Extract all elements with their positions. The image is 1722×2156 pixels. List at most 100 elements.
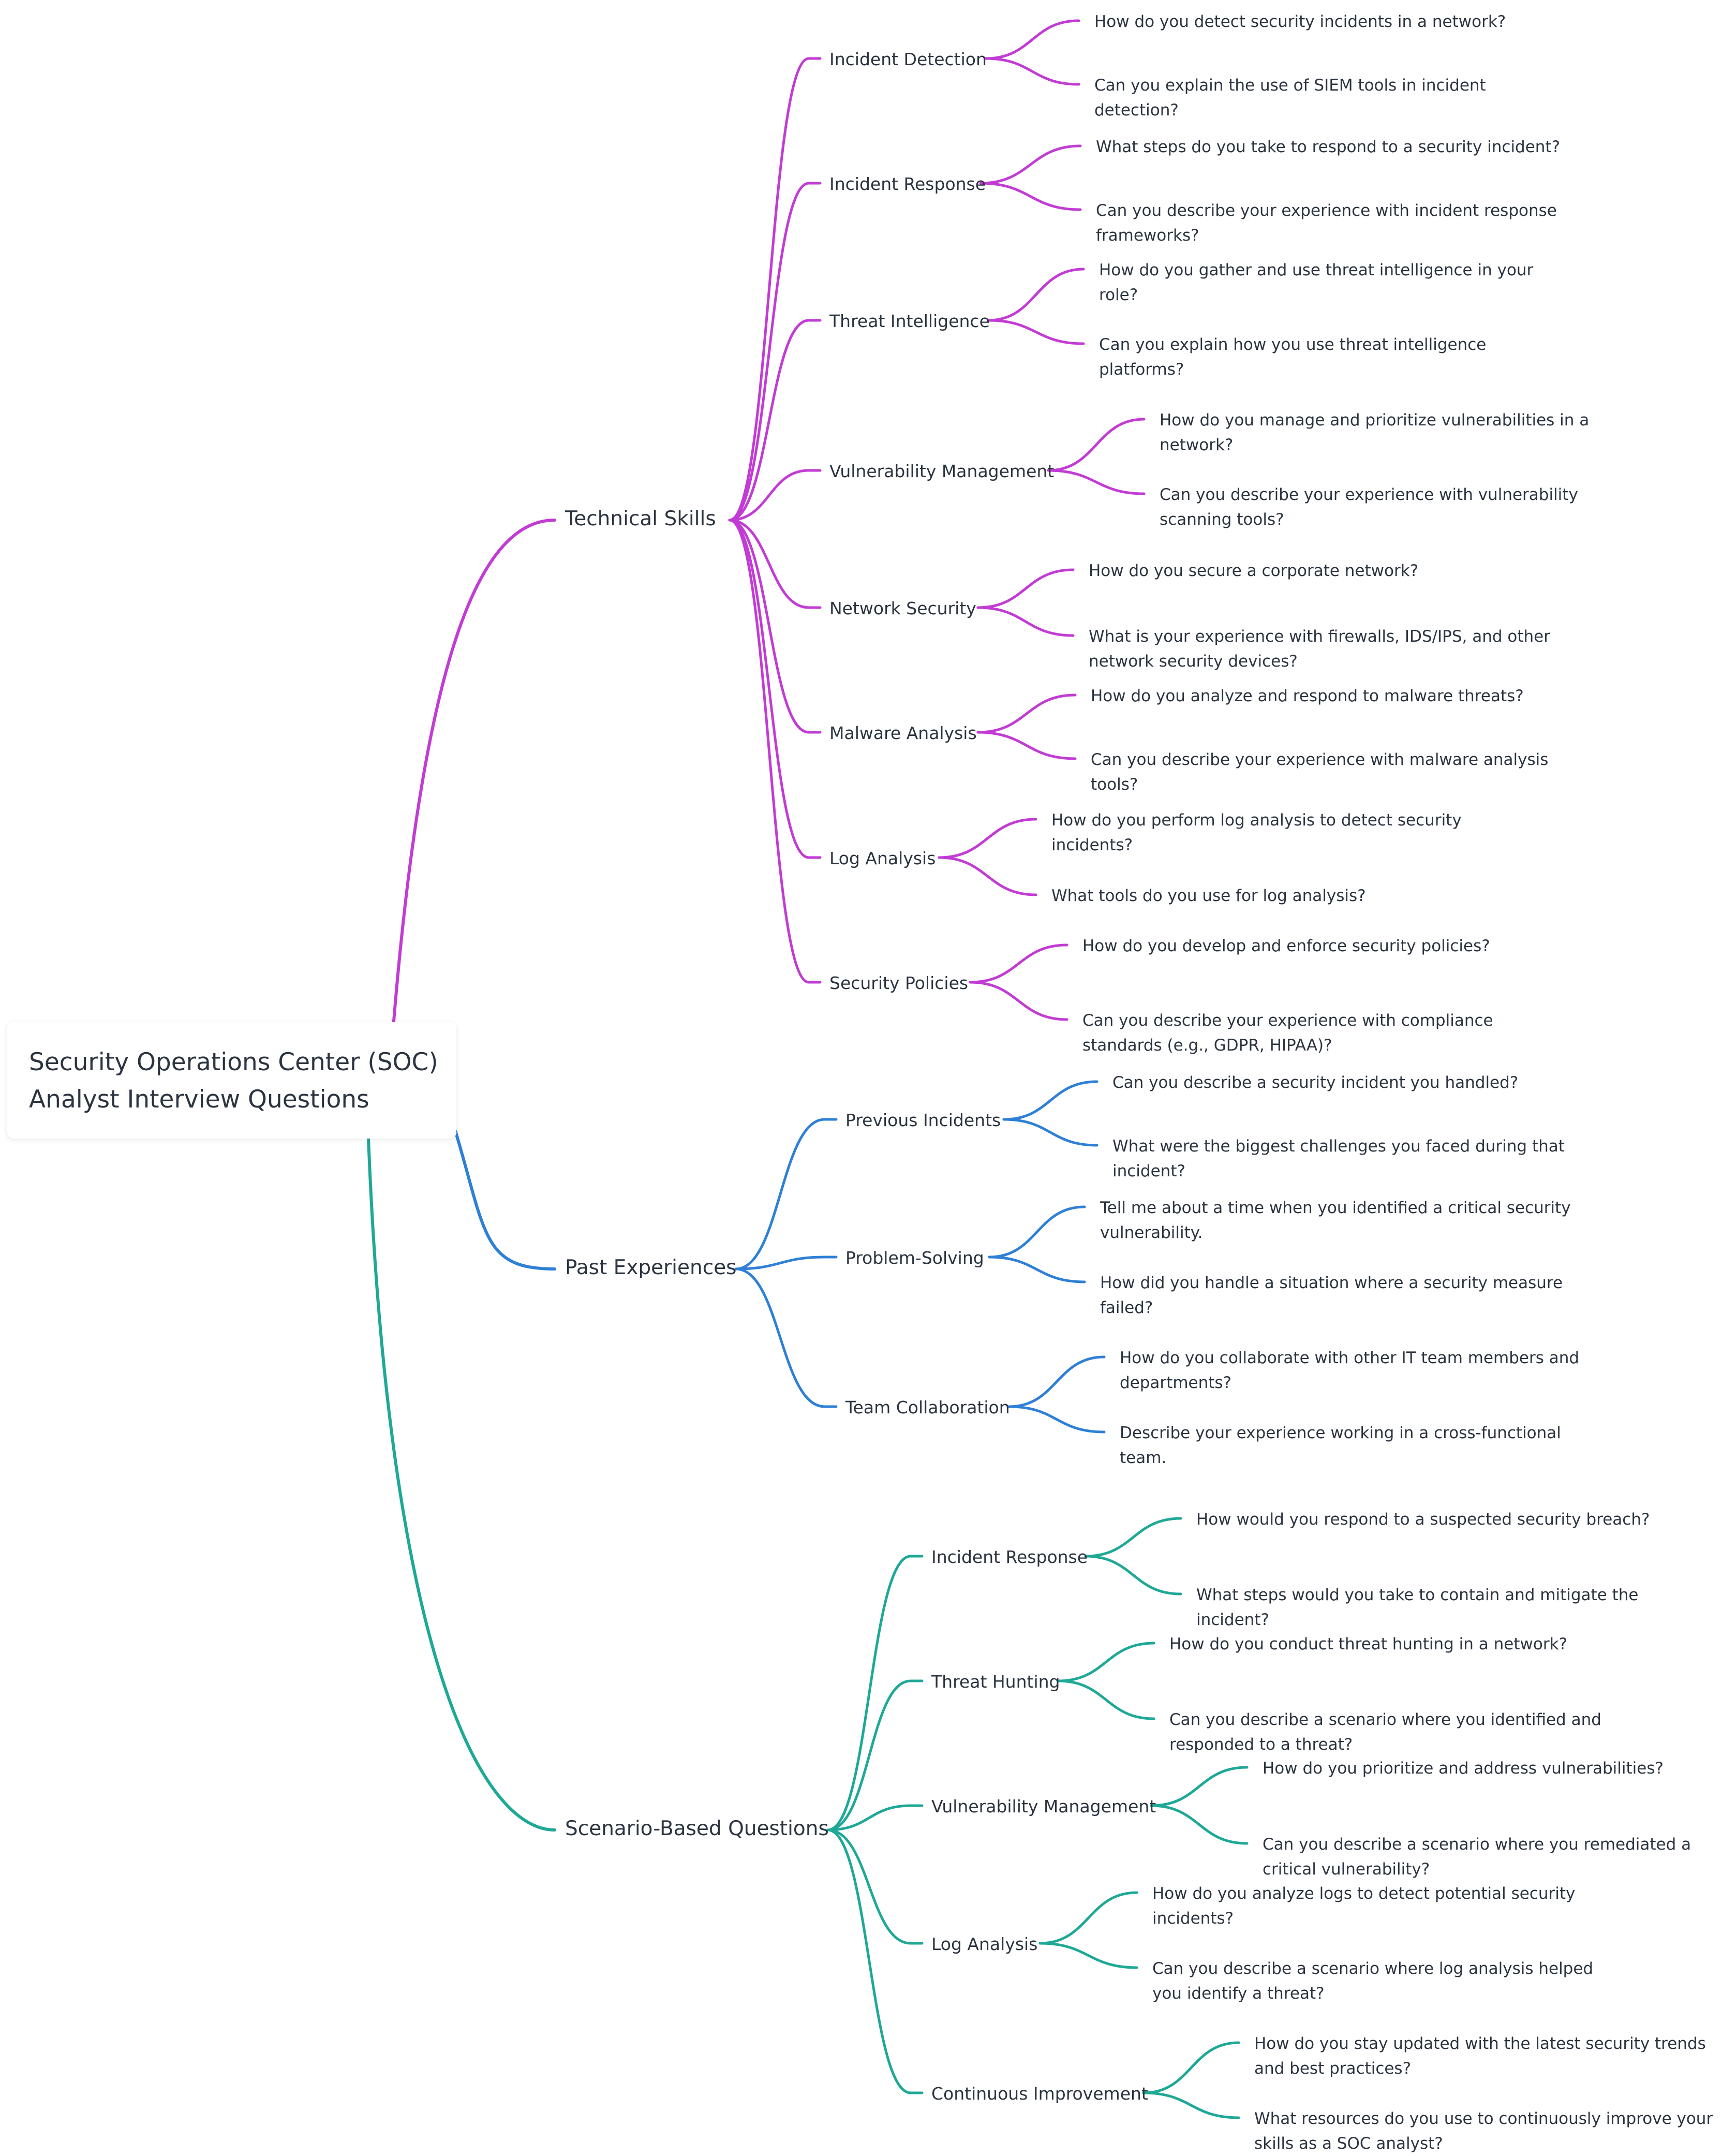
connector-scenario-based-questions-continuous-improvement (826, 1828, 912, 2094)
connector-incident-detection-question-2 (984, 57, 1080, 86)
node-scenario-based-questions-threat-hunting: Threat Hunting (931, 1672, 1060, 1692)
connector-problem-solving-question-1 (988, 1205, 1086, 1259)
connector-incident-response-question-1 (979, 144, 1082, 185)
connector-scenario-based-questions-log-analysis (826, 1828, 912, 1945)
connector-vulnerability-management-question-2 (1150, 1804, 1249, 1845)
question-technical-skills-security-policies-2: Can you describe your experience with co… (1082, 1011, 1493, 1055)
branch-scenario-based-questions: Scenario-Based Questions (565, 1817, 829, 1840)
connector-incident-response-question-2 (1084, 1555, 1182, 1596)
question-technical-skills-network-security-2: What is your experience with firewalls, … (1089, 627, 1550, 671)
connector-technical-skills-malware-analysis (728, 519, 810, 734)
root-node (7, 1022, 456, 1139)
connector-malware-analysis-question-1 (976, 693, 1077, 734)
root-title: Security Operations Center (SOC) Analyst… (29, 1048, 438, 1114)
question-past-experiences-previous-incidents-1: Can you describe a security incident you… (1112, 1073, 1519, 1092)
connector-log-analysis-question-2 (1038, 1942, 1138, 1969)
connector-root-technical-skills (392, 519, 556, 1029)
connector-root-scenario-based-questions (367, 1137, 556, 1832)
connector-threat-intelligence-question-1 (987, 268, 1085, 322)
connector-past-experiences-previous-incidents (734, 1118, 826, 1271)
question-scenario-based-questions-continuous-improvement-1: How do you stay updated with the latest … (1254, 2034, 1706, 2078)
node-scenario-based-questions-continuous-improvement: Continuous Improvement (931, 2084, 1148, 2104)
connector-threat-intelligence-question-2 (987, 319, 1085, 345)
question-scenario-based-questions-log-analysis-2: Can you describe a scenario where log an… (1152, 1959, 1594, 2003)
node-technical-skills-threat-intelligence: Threat Intelligence (829, 311, 990, 331)
branch-past-experiences: Past Experiences (565, 1256, 737, 1279)
connector-root-past-experiences (454, 1129, 556, 1271)
connector-scenario-based-questions-vulnerability-management (826, 1804, 912, 1832)
connector-past-experiences-team-collaboration (734, 1267, 826, 1408)
connector-past-experiences-problem-solving (734, 1256, 826, 1271)
connector-threat-hunting-question-1 (1057, 1642, 1155, 1682)
question-technical-skills-incident-detection-2: Can you explain the use of SIEM tools in… (1094, 76, 1486, 120)
question-scenario-based-questions-log-analysis-1: How do you analyze logs to detect potent… (1152, 1884, 1576, 1928)
question-past-experiences-problem-solving-2: How did you handle a situation where a s… (1100, 1274, 1563, 1317)
connector-previous-incidents-question-1 (1002, 1080, 1098, 1121)
connector-vulnerability-management-question-1 (1047, 418, 1146, 472)
node-scenario-based-questions-incident-response: Incident Response (931, 1547, 1088, 1567)
node-technical-skills-malware-analysis: Malware Analysis (829, 723, 977, 743)
connector-continuous-improvement-question-2 (1142, 2091, 1240, 2119)
connector-incident-detection-question-1 (984, 19, 1080, 60)
question-technical-skills-incident-detection-1: How do you detect security incidents in … (1094, 12, 1506, 31)
question-technical-skills-network-security-1: How do you secure a corporate network? (1089, 562, 1419, 580)
connector-technical-skills-incident-detection (728, 57, 810, 522)
question-technical-skills-vulnerability-management-2: Can you describe your experience with vu… (1160, 485, 1578, 529)
question-past-experiences-problem-solving-1: Tell me about a time when you identified… (1100, 1199, 1571, 1242)
connector-incident-response-question-1 (1084, 1517, 1182, 1558)
question-scenario-based-questions-vulnerability-management-1: How do you prioritize and address vulner… (1263, 1759, 1664, 1778)
question-technical-skills-threat-intelligence-1: How do you gather and use threat intelli… (1099, 261, 1534, 304)
question-technical-skills-malware-analysis-1: How do you analyze and respond to malwar… (1091, 687, 1524, 705)
branch-technical-skills: Technical Skills (565, 507, 716, 530)
node-technical-skills-network-security: Network Security (829, 598, 976, 618)
node-past-experiences-previous-incidents: Previous Incidents (845, 1110, 1001, 1130)
question-technical-skills-log-analysis-2: What tools do you use for log analysis? (1051, 887, 1366, 905)
connector-security-policies-question-2 (969, 981, 1068, 1021)
connector-technical-skills-security-policies (728, 519, 810, 984)
question-past-experiences-team-collaboration-1: How do you collaborate with other IT tea… (1120, 1349, 1580, 1392)
connector-problem-solving-question-2 (988, 1256, 1086, 1283)
connector-technical-skills-network-security (728, 519, 810, 609)
question-scenario-based-questions-continuous-improvement-2: What resources do you use to continuousl… (1254, 2109, 1713, 2153)
node-scenario-based-questions-log-analysis: Log Analysis (931, 1934, 1038, 1954)
connector-network-security-question-2 (976, 606, 1075, 637)
connector-vulnerability-management-question-2 (1047, 469, 1146, 495)
question-past-experiences-previous-incidents-2: What were the biggest challenges you fac… (1112, 1137, 1565, 1180)
question-past-experiences-team-collaboration-2: Describe your experience working in a cr… (1120, 1424, 1561, 1467)
connector-log-analysis-question-1 (1038, 1891, 1138, 1945)
node-technical-skills-log-analysis: Log Analysis (829, 848, 936, 868)
node-technical-skills-vulnerability-management: Vulnerability Management (829, 461, 1055, 481)
connector-scenario-based-questions-threat-hunting (826, 1679, 912, 1832)
connector-log-analysis-question-1 (938, 818, 1037, 859)
node-technical-skills-security-policies: Security Policies (829, 973, 969, 993)
connector-technical-skills-threat-intelligence (728, 319, 810, 522)
connector-network-security-question-1 (976, 568, 1075, 609)
question-technical-skills-incident-response-2: Can you describe your experience with in… (1096, 201, 1557, 245)
question-scenario-based-questions-incident-response-1: How would you respond to a suspected sec… (1196, 1510, 1650, 1529)
connector-technical-skills-incident-response (728, 182, 810, 522)
connector-log-analysis-question-2 (938, 856, 1037, 896)
question-technical-skills-threat-intelligence-2: Can you explain how you use threat intel… (1099, 335, 1487, 379)
question-technical-skills-security-policies-1: How do you develop and enforce security … (1082, 937, 1490, 955)
connector-threat-hunting-question-2 (1057, 1679, 1155, 1720)
question-technical-skills-malware-analysis-2: Can you describe your experience with ma… (1091, 750, 1549, 794)
connector-technical-skills-log-analysis (728, 519, 810, 859)
question-scenario-based-questions-threat-hunting-1: How do you conduct threat hunting in a n… (1169, 1635, 1567, 1653)
question-technical-skills-incident-response-1: What steps do you take to respond to a s… (1096, 138, 1561, 156)
connector-security-policies-question-1 (969, 943, 1068, 984)
connector-previous-incidents-question-2 (1002, 1118, 1098, 1147)
connector-team-collaboration-question-1 (1007, 1355, 1106, 1408)
question-technical-skills-log-analysis-1: How do you perform log analysis to detec… (1051, 811, 1462, 854)
question-technical-skills-vulnerability-management-1: How do you manage and prioritize vulnera… (1160, 411, 1590, 454)
node-technical-skills-incident-response: Incident Response (829, 174, 986, 194)
node-past-experiences-team-collaboration: Team Collaboration (845, 1397, 1010, 1417)
connector-technical-skills-vulnerability-management (728, 469, 810, 522)
connector-continuous-improvement-question-1 (1142, 2041, 1240, 2094)
question-scenario-based-questions-threat-hunting-2: Can you describe a scenario where you id… (1169, 1710, 1601, 1754)
connector-scenario-based-questions-incident-response (826, 1555, 912, 1832)
node-past-experiences-problem-solving: Problem-Solving (845, 1248, 984, 1268)
node-scenario-based-questions-vulnerability-management: Vulnerability Management (931, 1796, 1156, 1817)
connector-vulnerability-management-question-1 (1150, 1766, 1249, 1807)
node-technical-skills-incident-detection: Incident Detection (829, 49, 987, 69)
